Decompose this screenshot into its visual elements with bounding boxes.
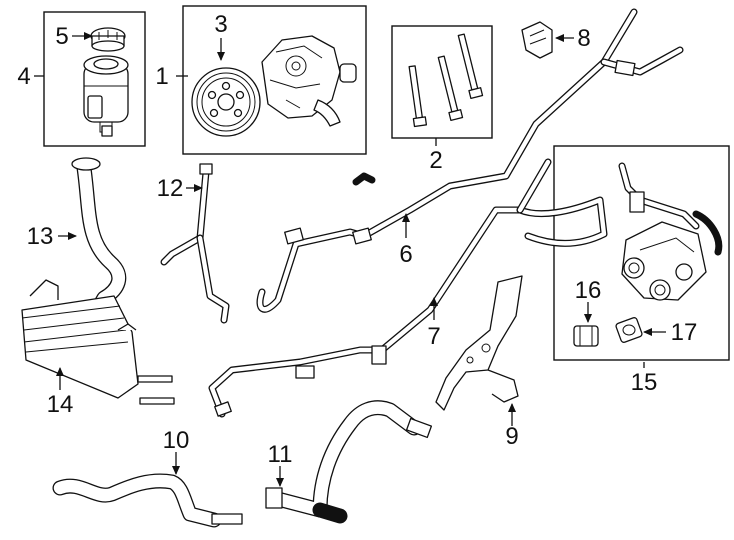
callout-15: 15 <box>631 369 658 396</box>
group-box-valve <box>553 145 730 361</box>
callout-6: 6 <box>399 241 412 268</box>
pulley-illustration <box>191 67 261 137</box>
group-box-reservoir <box>43 11 146 147</box>
fitting-17-illustration <box>615 317 643 343</box>
hose-10-illustration <box>52 473 243 528</box>
callout-2: 2 <box>429 147 442 174</box>
callout-11: 11 <box>268 441 293 468</box>
reservoir-illustration <box>83 55 129 137</box>
callout-12: 12 <box>157 175 184 202</box>
pressure-line-illustration <box>256 8 684 313</box>
hose-13-illustration <box>71 157 127 320</box>
callout-14: 14 <box>47 391 74 418</box>
callout-16: 16 <box>575 277 602 304</box>
callout-9: 9 <box>505 423 518 450</box>
reservoir-cap-illustration <box>90 27 126 52</box>
bolts-illustration <box>408 33 484 128</box>
control-valve-illustration <box>618 162 723 301</box>
callout-5: 5 <box>55 23 68 50</box>
oil-cooler-illustration <box>21 279 175 405</box>
callout-4: 4 <box>17 63 30 90</box>
callout-3: 3 <box>214 11 227 38</box>
group-box-pump <box>182 5 367 155</box>
clip-illustration <box>521 21 553 59</box>
return-line-illustration <box>208 158 608 418</box>
power-steering-pump-illustration <box>261 35 357 127</box>
callout-1: 1 <box>155 63 168 90</box>
bracket-illustration <box>435 275 523 411</box>
callout-8: 8 <box>577 25 590 52</box>
callout-7: 7 <box>427 323 440 350</box>
callout-13: 13 <box>27 223 54 250</box>
hose-12-illustration <box>160 163 230 324</box>
fitting-16-illustration <box>573 325 599 347</box>
callout-17: 17 <box>671 319 698 346</box>
hose-11-illustration <box>265 400 433 524</box>
group-box-bolts <box>391 25 493 139</box>
callout-10: 10 <box>163 427 190 454</box>
